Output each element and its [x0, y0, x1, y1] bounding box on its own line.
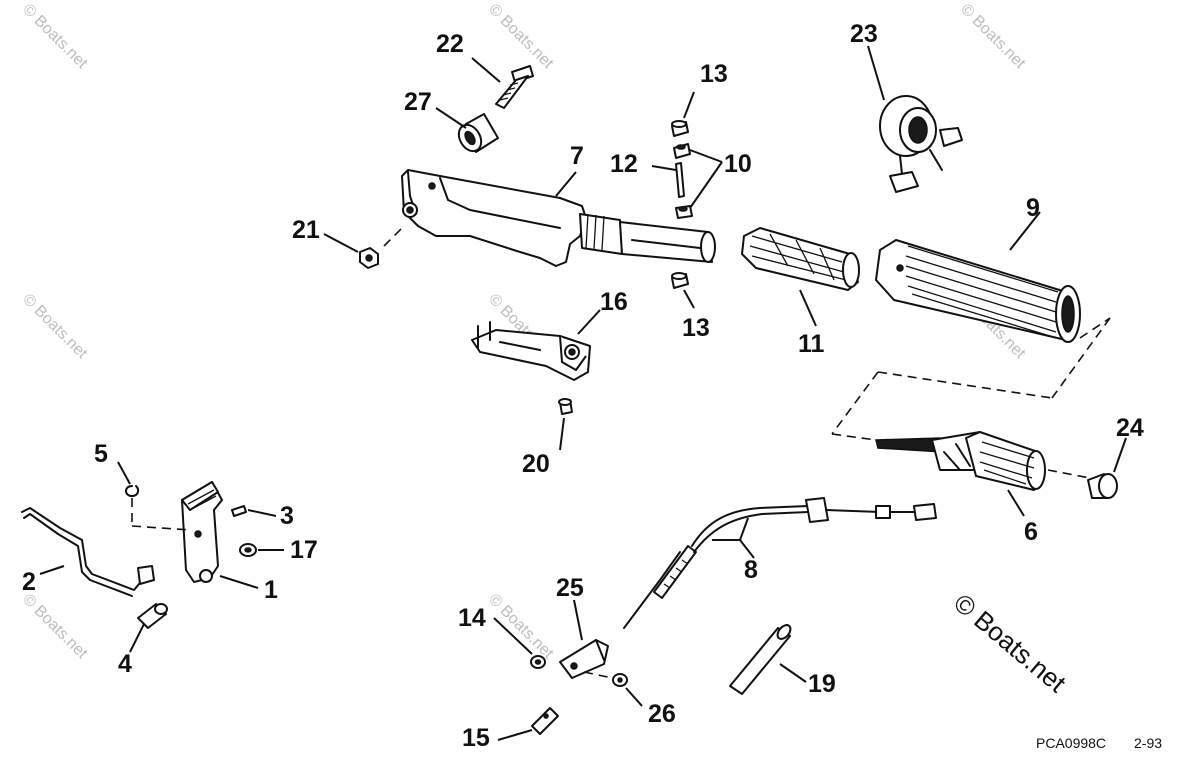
part-label-1: 1	[264, 576, 278, 604]
part-label-10: 10	[724, 150, 752, 178]
part-26-screw	[583, 671, 628, 687]
part-27-bushing	[457, 113, 499, 153]
part-label-26: 26	[648, 700, 676, 728]
part-label-13-bottom: 13	[682, 314, 710, 342]
part-17-washer	[239, 543, 257, 557]
part-label-23: 23	[850, 20, 878, 48]
part-13-bushing-bottom	[671, 272, 689, 289]
watermark: © Boats.net	[485, 591, 557, 663]
part-label-14: 14	[458, 604, 486, 632]
part-9-grip-sleeve	[875, 239, 1081, 343]
part-2-link-rod	[21, 507, 155, 597]
part-6-throttle-grip	[875, 431, 1046, 491]
part-3-pin	[231, 505, 247, 517]
part-label-4: 4	[118, 650, 132, 678]
part-label-3: 3	[280, 502, 294, 530]
part-label-13-top: 13	[700, 60, 728, 88]
part-label-16: 16	[600, 288, 628, 316]
leader-lines	[39, 45, 1127, 741]
figure-code: PCA0998C	[1036, 735, 1106, 751]
part-label-17: 17	[290, 536, 318, 564]
part-label-2: 2	[22, 568, 36, 596]
part-label-20: 20	[522, 450, 550, 478]
part-label-7: 7	[570, 142, 584, 170]
watermark: © Boats.net	[957, 1, 1029, 73]
part-24-plug	[1087, 473, 1118, 499]
part-label-24: 24	[1116, 414, 1144, 442]
watermark: © Boats.net	[485, 1, 557, 73]
part-22-bolt	[495, 65, 534, 109]
part-label-6: 6	[1024, 518, 1038, 546]
part-label-12: 12	[610, 150, 638, 178]
part-5-clip	[125, 485, 191, 531]
part-7-tiller-arm	[401, 169, 716, 267]
part-15-pin	[531, 707, 559, 735]
part-4-ball-joint	[137, 603, 168, 629]
part-25-clip	[559, 639, 609, 679]
part-label-25: 25	[556, 574, 584, 602]
watermark: © Boats.net	[19, 291, 91, 363]
part-labels: 1 2 3 4 5 6 7 8 9 10 11 12 13 13 14 15 1…	[22, 20, 1144, 752]
assembly-dashes	[831, 317, 1111, 479]
part-label-22: 22	[436, 30, 464, 58]
part-11-grip-core	[741, 227, 860, 291]
watermark: © Boats.net	[19, 1, 91, 73]
part-10-washer-lower	[675, 205, 693, 219]
part-10-washer-upper	[673, 143, 691, 159]
date-code: 2-93	[1134, 735, 1162, 751]
part-13-bushing-top	[671, 120, 689, 137]
part-12-pin	[675, 162, 685, 198]
part-label-11: 11	[798, 330, 825, 358]
part-label-5: 5	[94, 440, 108, 468]
part-label-9: 9	[1026, 194, 1040, 222]
part-21-nut	[359, 225, 405, 269]
part-20-screw	[558, 398, 573, 415]
part-14-washer	[530, 655, 546, 669]
part-label-15: 15	[462, 724, 490, 752]
part-1-lever	[181, 481, 223, 583]
part-19-tube	[729, 624, 792, 695]
part-23-friction-ring	[879, 95, 963, 193]
part-label-19: 19	[808, 670, 836, 698]
part-16-bracket	[471, 321, 591, 381]
part-label-27: 27	[404, 88, 432, 116]
part-label-21: 21	[292, 216, 320, 244]
part-8-throttle-cable	[623, 497, 937, 629]
corner-watermark: © Boats.net	[948, 588, 1072, 699]
watermark: © Boats.net	[19, 591, 91, 663]
part-label-8: 8	[744, 556, 758, 584]
